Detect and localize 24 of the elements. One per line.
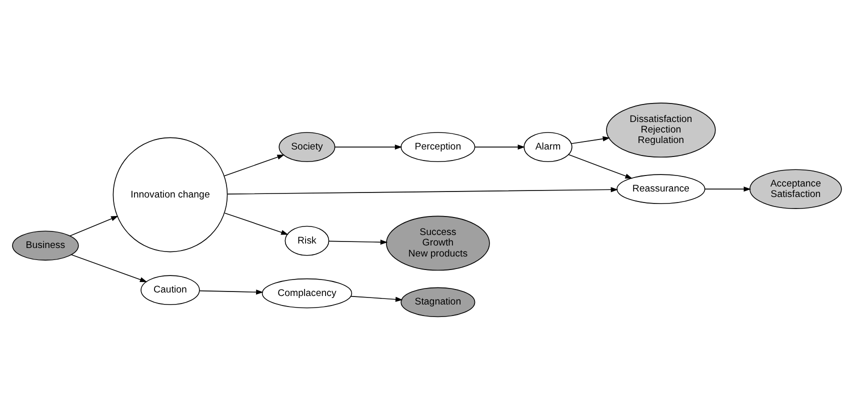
node-ellipse: Stagnation bbox=[400, 286, 476, 317]
node-ellipse: Alarm bbox=[524, 132, 572, 162]
node-ellipse: Business bbox=[12, 230, 79, 260]
arrow bbox=[71, 254, 148, 282]
arrow bbox=[704, 186, 752, 192]
arrow bbox=[568, 154, 633, 178]
arrow bbox=[334, 144, 402, 150]
node-ellipse: Perception bbox=[400, 132, 476, 162]
arrow bbox=[227, 186, 618, 194]
node-ellipse: Acceptance Satisfaction bbox=[749, 168, 842, 208]
node-circle: Innovation change bbox=[112, 136, 228, 252]
arrow bbox=[570, 136, 610, 144]
arrow bbox=[328, 239, 388, 244]
node-ellipse: Risk bbox=[284, 225, 330, 256]
node-ellipse: Complacency bbox=[262, 278, 352, 308]
arrow bbox=[224, 154, 285, 176]
node-ellipse: Society bbox=[278, 132, 336, 162]
node-ellipse: Dissatisfaction Rejection Regulation bbox=[606, 102, 716, 158]
arrow bbox=[224, 212, 288, 234]
node-ellipse: Success Growth New products bbox=[386, 215, 490, 270]
arrow bbox=[70, 215, 118, 236]
arrow bbox=[199, 289, 264, 294]
arrow bbox=[350, 295, 403, 302]
arrow bbox=[474, 144, 526, 150]
